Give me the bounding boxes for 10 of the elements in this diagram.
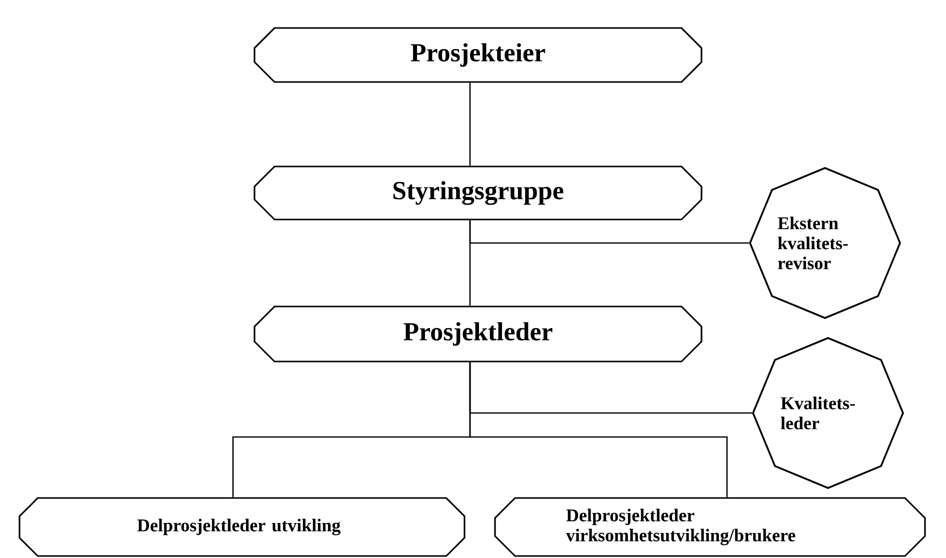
chamfered-box: Prosjekteier <box>254 27 702 83</box>
octagon-box: Kvalitets- leder <box>752 337 904 489</box>
connector-line <box>469 362 728 498</box>
connector-line <box>469 220 750 244</box>
octagon-box: Ekstern kvalitets- revisor <box>749 167 901 319</box>
chamfered-box: Delprosjektleder utvikling <box>18 497 466 557</box>
connector-line <box>469 82 471 166</box>
chamfered-box: Delprosjektleder virksomhetsutvikling/brukere <box>494 497 926 557</box>
chamfered-box: Prosjektleder <box>254 306 702 362</box>
chamfered-box: Styringsgruppe <box>254 166 702 220</box>
